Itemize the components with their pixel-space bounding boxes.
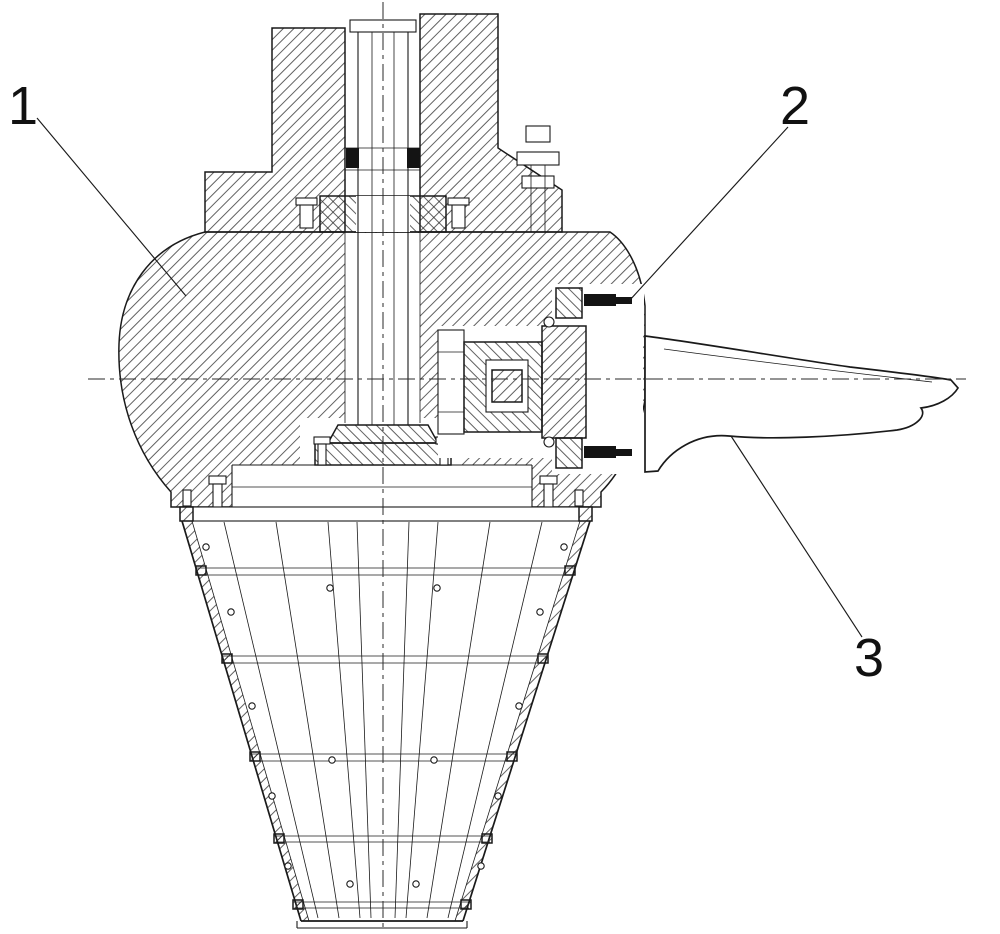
cone-shell-right: [455, 521, 590, 921]
dowel-hole: [543, 436, 555, 448]
rivet-hole: [202, 543, 210, 551]
rim-bolt-head: [208, 475, 227, 485]
ring-end-section: [273, 833, 285, 844]
rivet-hole: [346, 880, 354, 888]
top-stud-bolt: [516, 125, 560, 232]
rivet-hole: [536, 608, 544, 616]
cone-edge-left: [181, 520, 302, 922]
stud-nut: [521, 175, 555, 189]
label-2: 2: [780, 76, 810, 136]
rivet-hole: [326, 584, 334, 592]
cone-rib: [275, 521, 340, 919]
flange-bolt-upper-tip: [616, 297, 632, 304]
plate-bolt: [317, 443, 327, 466]
gland-bolt: [299, 201, 314, 229]
clamp-ring-lower: [555, 437, 583, 469]
rivet-hole: [477, 862, 485, 870]
rivet-hole: [433, 584, 441, 592]
clamp-ring-upper: [555, 287, 583, 319]
cone-top-ring: [179, 506, 593, 522]
cone-rib: [394, 521, 410, 919]
cone-rib: [356, 521, 372, 919]
blade-bearing-assembly: [437, 284, 644, 474]
annotations: 1 2 3: [8, 76, 884, 688]
ring-end-section: [460, 899, 472, 910]
rivet-hole: [227, 608, 235, 616]
dowel-hole: [543, 316, 555, 328]
pitch-rod-assembly: [182, 19, 584, 508]
ring-end-section: [481, 833, 493, 844]
cone-edge-right: [462, 520, 591, 922]
cone-edge-right-inner: [454, 520, 581, 922]
ring-end-section: [221, 653, 233, 664]
retainer-plate: [437, 329, 465, 435]
cone-rib: [223, 521, 319, 919]
rivet-hole: [284, 862, 292, 870]
ring-end-section: [292, 899, 304, 910]
leader-line-2: [628, 126, 789, 302]
gland-bolt-head: [447, 197, 470, 206]
rim-bolt: [543, 483, 554, 508]
ring-end-section: [564, 565, 576, 576]
cone-shell-left: [182, 521, 309, 921]
rim-pin: [182, 489, 192, 507]
crank-pin: [491, 369, 523, 403]
cone-rib: [447, 521, 543, 919]
rim-bolt: [212, 483, 223, 508]
bearing-block: [407, 148, 420, 168]
ring-end-section: [506, 751, 518, 762]
flange-bolt-upper: [584, 294, 616, 306]
gland-bolt: [451, 201, 466, 229]
cone-rib: [405, 521, 439, 919]
rivet-hole: [328, 756, 336, 764]
ring-end-section: [195, 565, 207, 576]
flange-bolt-lower-tip: [616, 449, 632, 456]
rivet-hole: [412, 880, 420, 888]
rivet-hole: [515, 702, 523, 710]
label-3: 3: [854, 628, 884, 688]
cone-ring-section: [578, 506, 593, 522]
rivet-hole: [248, 702, 256, 710]
cone-ring-section: [179, 506, 194, 522]
cone-edge-left-inner: [191, 520, 310, 922]
top-shaft-block-left: [204, 27, 346, 233]
blade-outline: [644, 335, 960, 473]
rim-pin: [574, 489, 584, 507]
rim-bolt-head: [539, 475, 558, 485]
flange-bolt-lower: [584, 446, 616, 458]
ring-end-section: [537, 653, 549, 664]
cone-fairing: [179, 506, 593, 929]
stud-bolt-head: [525, 125, 551, 143]
blade-trunnion: [541, 325, 587, 439]
plate-bolt-head: [313, 436, 331, 445]
rivet-hole: [560, 543, 568, 551]
cone-rib: [426, 521, 491, 919]
plate-recess: [232, 465, 532, 507]
rivet-hole: [430, 756, 438, 764]
ring-end-section: [249, 751, 261, 762]
gland-bolt-head: [295, 197, 318, 206]
rivet-hole: [268, 792, 276, 800]
bearing-block: [346, 148, 359, 168]
leader-line-3: [730, 435, 863, 638]
label-1: 1: [8, 76, 38, 136]
stud-washer: [516, 151, 560, 166]
leader-line-1: [36, 117, 187, 297]
rivet-hole: [494, 792, 502, 800]
